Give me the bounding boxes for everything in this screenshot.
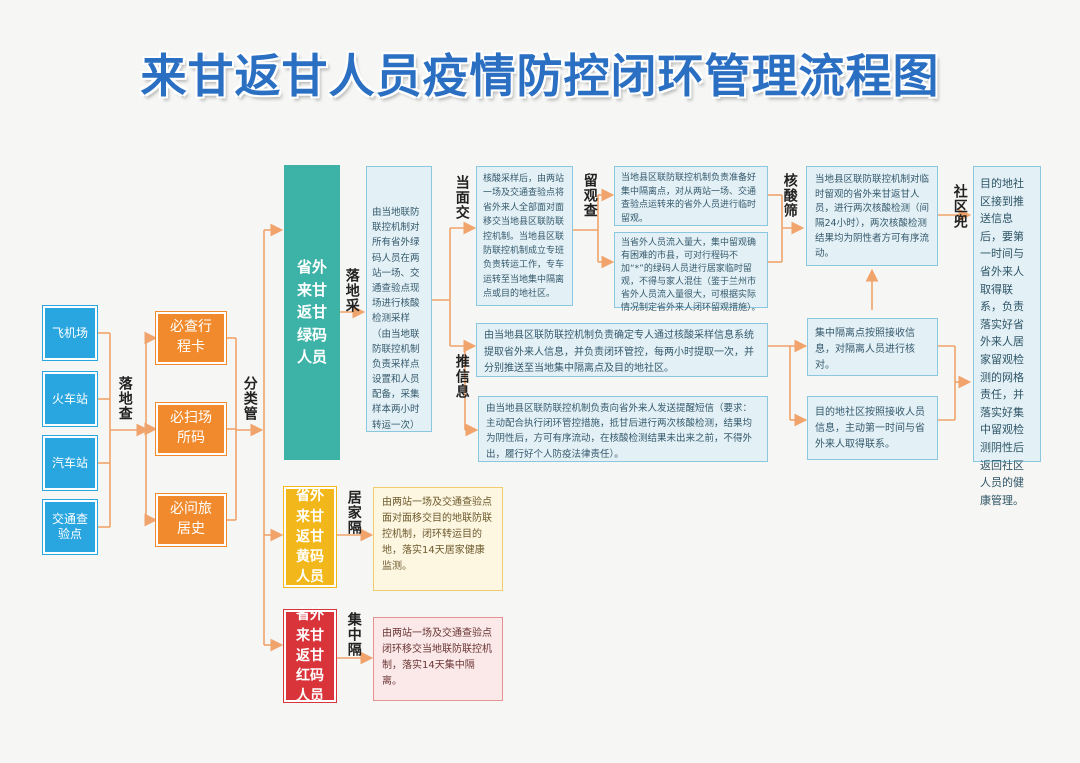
label-nucleic-screen: 核酸筛 (781, 173, 798, 218)
category-green-code: 省外来甘返甘绿码人员 (284, 165, 340, 460)
yellow-code-detail-box: 由两站一场及交通查验点面对面移交目的地联防联控机制，闭环转运目的地，落实14天居… (373, 487, 503, 591)
observe-box-1: 当地县区联防联控机制负责准备好集中隔离点，对从两站一场、交通查验点运转来的省外人… (614, 166, 768, 226)
handover-box: 核酸采样后，由两站一场及交通查验点将省外来人全部面对面移交当地县区联防联控机制。… (476, 166, 573, 306)
requirement-travel-history: 必问旅居史 (155, 493, 227, 547)
community-box: 目的地社区接到推送信息后，要第一时间与省外来人取得联系，负责落实好省外来人居家留… (973, 166, 1041, 507)
page-title: 来甘返甘人员疫情防控闭环管理流程图 (140, 49, 940, 103)
push-info-box-2: 由当地县区联防联控机制负责向省外来人发送提醒短信（要求：主动配合执行闭环管控措施… (478, 396, 768, 462)
label-push-info: 推信息 (453, 354, 470, 399)
location-traffic-checkpoint: 交通查验点 (42, 499, 98, 555)
location-train-station: 火车站 (42, 371, 98, 427)
label-landing-sample: 落地采 (343, 268, 360, 313)
receive-box-1: 集中隔离点按照接收信息，对隔离人员进行核对。 (807, 318, 938, 376)
label-stay-observe: 留观查 (581, 173, 598, 218)
label-on-site-handover: 当面交 (453, 175, 470, 220)
nucleic-box: 当地县区联防联控机制对临时留观的省外来甘返甘人员，进行两次核酸检测（间隔24小时… (806, 166, 938, 266)
category-yellow-code: 省外来甘返甘黄码人员 (283, 486, 337, 588)
label-landing-check: 落地查 (116, 376, 133, 421)
category-red-code: 省外来甘返甘红码人员 (283, 607, 337, 704)
location-airport: 飞机场 (42, 305, 98, 361)
label-community-cover: 社区兜 (951, 184, 968, 229)
requirement-venue-code: 必扫场所码 (155, 402, 227, 456)
red-code-detail-box: 由两站一场及交通查验点闭环移交当地联防联控机制，落实14天集中隔离。 (373, 617, 503, 701)
label-central-isolation: 集中隔 (345, 612, 362, 657)
sampling-box: 由当地联防联控机制对所有省外绿码人员在两站一场、交通查验点现场进行核酸检测采样（… (366, 166, 432, 432)
label-classify: 分类管 (241, 376, 258, 421)
location-bus-station: 汽车站 (42, 435, 98, 491)
push-info-box-1: 由当地县区联防联控机制负责确定专人通过核酸采样信息系统提取省外来人信息，并负责闭… (476, 323, 768, 377)
observe-box-2: 当省外人员流入量大，集中留观确有困难的市县，可对行程码不加“*”的绿码人员进行居… (614, 232, 768, 313)
requirement-itinerary-card: 必查行程卡 (155, 311, 227, 365)
label-home-isolation: 居家隔 (345, 490, 362, 535)
receive-box-2: 目的地社区按照接收人员信息，主动第一时间与省外来人取得联系。 (807, 396, 938, 460)
